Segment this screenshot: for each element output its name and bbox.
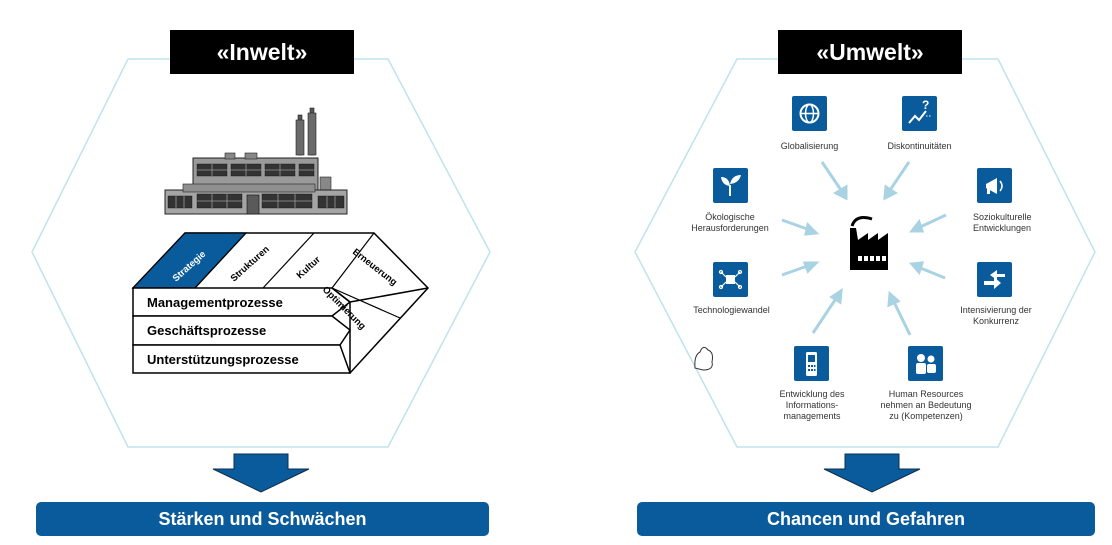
circuit-chip-icon <box>713 262 748 297</box>
megaphone-icon <box>977 168 1012 203</box>
wedge-label-kultur: Kultur <box>295 254 323 281</box>
process-label-unterstuetzung: Unterstützungsprozesse <box>147 352 299 367</box>
influence-arrows <box>781 161 947 336</box>
factor-label-konkurrenz: Intensivierung der Konkurrenz <box>960 305 1032 326</box>
umwelt-title: «Umwelt» <box>778 30 962 74</box>
chancen-gefahren-banner: Chancen und Gefahren <box>637 502 1095 536</box>
factory-building-icon <box>164 107 348 215</box>
umwelt-hexagon <box>634 58 1096 448</box>
factor-label-diskontinuitaeten: Diskontinuitäten <box>887 141 952 151</box>
plant-icon <box>713 168 748 203</box>
right-down-arrow <box>823 453 921 493</box>
wedge-label-strukturen: Strukturen <box>229 244 272 284</box>
mobile-phone-icon <box>794 346 829 381</box>
trend-question-icon: ? <box>902 96 937 131</box>
process-label-geschaeft: Geschäftsprozesse <box>147 323 266 338</box>
wedge-label-optimierung: Optimierung <box>320 284 368 332</box>
left-down-arrow <box>212 453 310 493</box>
process-row-1 <box>132 287 352 317</box>
factor-label-soziokulturelle: Soziokulturelle Entwicklungen <box>973 212 1032 233</box>
inwelt-title: «Inwelt» <box>170 30 354 74</box>
factor-label-oekologische: Ökologische Herausforderungen <box>691 212 769 233</box>
cursor-hand-icon <box>694 346 713 371</box>
factor-label-globalisierung: Globalisierung <box>780 141 839 151</box>
people-icon <box>908 346 943 381</box>
process-row-2 <box>132 315 352 346</box>
svg-text:?: ? <box>922 98 929 112</box>
wedge-label-erneuerung: Erneuerung <box>350 247 399 289</box>
process-diagram <box>131 232 430 374</box>
inwelt-hexagon <box>31 58 491 448</box>
exchange-arrows-icon <box>977 262 1012 297</box>
process-label-management: Managementprozesse <box>147 295 283 310</box>
central-factory-icon <box>850 216 888 270</box>
globe-icon <box>792 96 827 131</box>
factor-label-human-resources: Human Resources nehmen an Bedeutung zu (… <box>880 389 972 421</box>
staerken-schwaechen-banner: Stärken und Schwächen <box>36 502 489 536</box>
wedge-label-strategie: Strategie <box>171 249 209 284</box>
factor-label-technologiewandel: Technologiewandel <box>693 305 770 315</box>
factor-label-informationsmanagement: Entwicklung des Informations-managements <box>779 389 845 421</box>
